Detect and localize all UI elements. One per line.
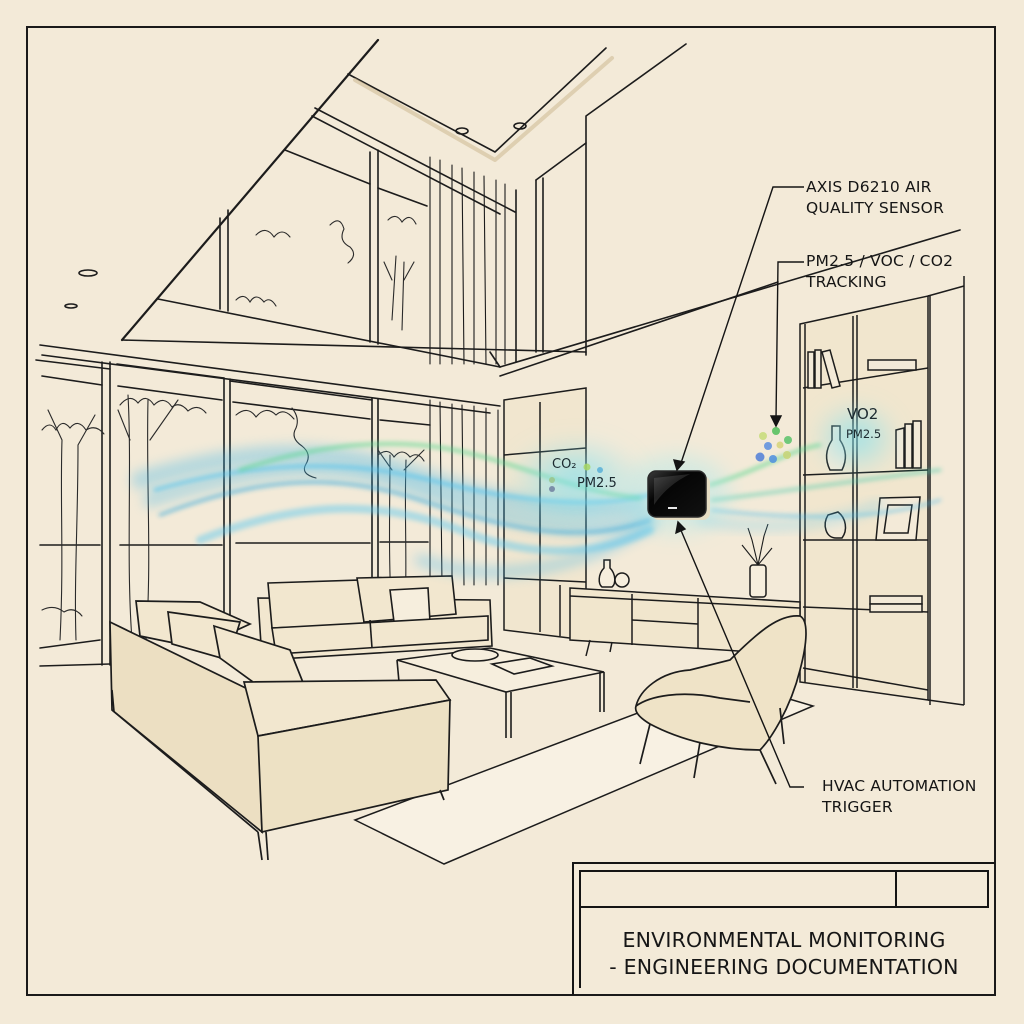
callout-hvac-line2: TRIGGER bbox=[822, 798, 893, 816]
callout-sensor-label: AXIS D6210 AIR QUALITY SENSOR bbox=[806, 177, 944, 219]
callout-tracking-label: PM2.5 / VOC / CO2 TRACKING bbox=[806, 251, 953, 293]
pollutant-particles bbox=[549, 427, 792, 492]
callout-leader-lines bbox=[672, 186, 804, 788]
air-quality-sensor-device bbox=[647, 470, 710, 520]
callout-tracking-line1: PM2.5 / VOC / CO2 bbox=[806, 252, 954, 270]
bookshelf bbox=[799, 285, 965, 705]
right-wall bbox=[927, 276, 965, 706]
floating-label-pm25-left: PM2.5 bbox=[577, 476, 617, 491]
title-block-line1: ENVIRONMENTAL MONITORING bbox=[622, 928, 946, 952]
title-block-frame bbox=[572, 862, 995, 995]
callout-tracking-line2: TRACKING bbox=[806, 273, 887, 291]
title-block-line2: - ENGINEERING DOCUMENTATION bbox=[609, 955, 959, 979]
sectional-sofa bbox=[109, 600, 452, 861]
exterior-trees bbox=[41, 215, 425, 641]
callout-sensor-line2: QUALITY SENSOR bbox=[806, 199, 945, 217]
lounge-chair bbox=[634, 615, 807, 785]
glow-left bbox=[505, 435, 645, 525]
airflow-streams bbox=[131, 442, 942, 578]
glow-right bbox=[811, 400, 901, 476]
floating-label-pm25-right: PM2.5 bbox=[846, 427, 882, 441]
callout-hvac-line1: HVAC AUTOMATION bbox=[822, 777, 977, 795]
drawing-frame bbox=[26, 26, 996, 996]
floating-label-vo2: VO2 bbox=[847, 405, 879, 423]
callout-sensor-line1: AXIS D6210 AIR bbox=[806, 178, 932, 196]
callout-hvac-label: HVAC AUTOMATION TRIGGER bbox=[822, 776, 977, 818]
coffee-table bbox=[396, 647, 605, 738]
floating-label-co2: CO₂ bbox=[552, 457, 577, 472]
back-sofa bbox=[257, 575, 493, 661]
